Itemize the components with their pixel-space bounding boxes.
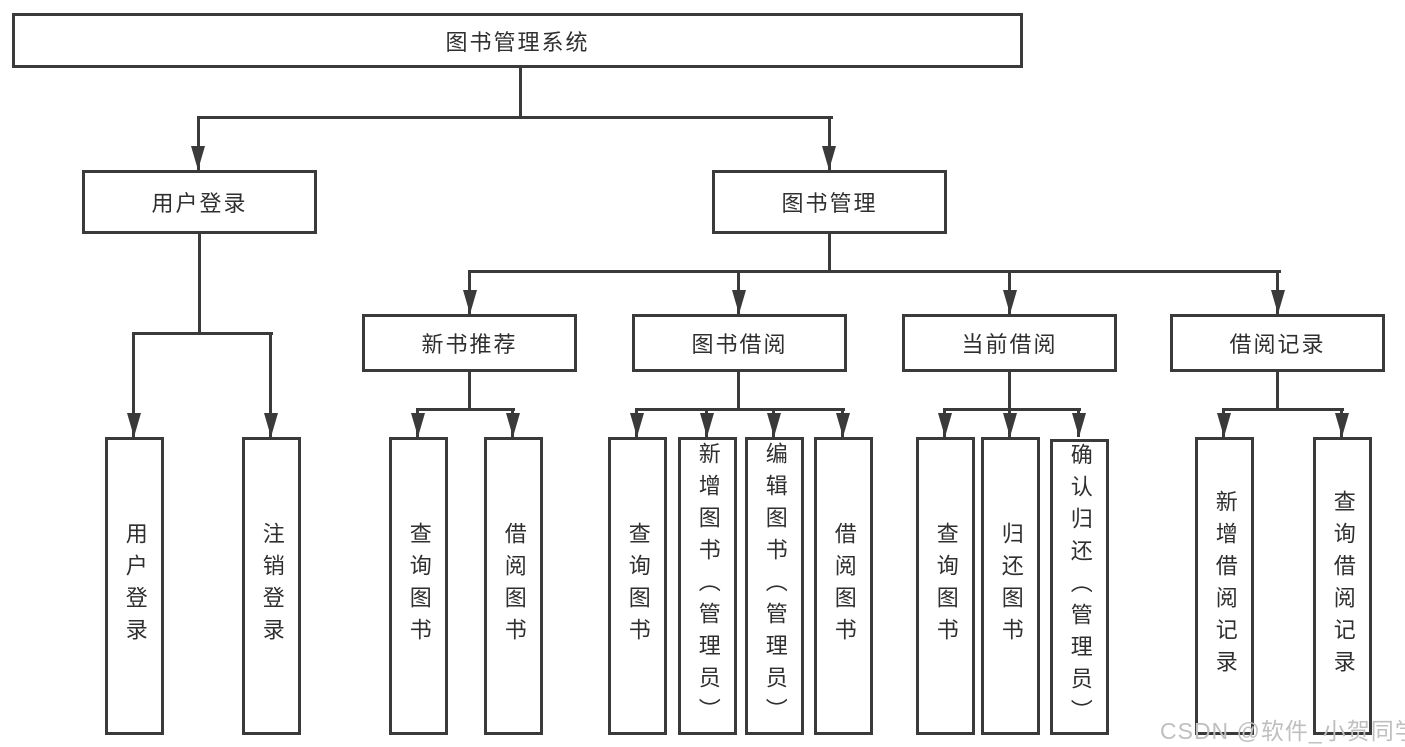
leaf-add-books-admin-label: 新增图书（管理员） [695, 442, 721, 730]
leaf-user-login-label: 用户登录 [122, 522, 148, 650]
leaf-borrowing-query-books: 查询图书 [608, 437, 667, 735]
arrowhead-leaf-user-login [127, 413, 141, 437]
arrowhead-records-add [1217, 413, 1231, 437]
connector-root-drop-left [197, 116, 200, 170]
connector-user-login-drop-2 [269, 332, 272, 437]
node-book-management-label: 图书管理 [781, 191, 878, 216]
leaf-return-books-label: 归还图书 [998, 522, 1024, 650]
leaf-add-borrow-record-label: 新增借阅记录 [1212, 490, 1238, 682]
arrowhead-current-return [1003, 413, 1017, 437]
arrowhead-current-borrowing [1003, 290, 1017, 314]
node-book-management: 图书管理 [712, 170, 947, 234]
connector-borrowing-vline [737, 372, 740, 411]
leaf-edit-books-admin: 编辑图书（管理员） [745, 437, 804, 735]
node-borrowing-records: 借阅记录 [1170, 314, 1385, 372]
leaf-logout: 注销登录 [242, 437, 301, 735]
leaf-add-books-admin: 新增图书（管理员） [678, 437, 737, 735]
arrowhead-book-borrowing [732, 290, 746, 314]
arrowhead-new-book-recommendation [463, 290, 477, 314]
arrowhead-recommend-query [411, 413, 425, 437]
leaf-edit-books-admin-label: 编辑图书（管理员） [762, 442, 788, 730]
node-book-borrowing: 图书借阅 [632, 314, 847, 372]
node-user-login: 用户登录 [82, 170, 317, 234]
arrowhead-recommend-borrow [506, 413, 520, 437]
arrowhead-current-confirm [1072, 413, 1086, 437]
leaf-user-login: 用户登录 [105, 437, 164, 735]
leaf-query-borrow-record-label: 查询借阅记录 [1330, 490, 1356, 682]
arrowhead-borrowing-query [630, 413, 644, 437]
node-new-book-recommendation: 新书推荐 [362, 314, 577, 372]
leaf-confirm-return-admin-label: 确认归还（管理员） [1067, 443, 1093, 731]
arrowhead-borrowing-add [700, 413, 714, 437]
connector-current-vline [1008, 372, 1011, 411]
arrowhead-records-query [1335, 413, 1349, 437]
node-current-borrowing-label: 当前借阅 [961, 332, 1058, 357]
node-current-borrowing: 当前借阅 [902, 314, 1117, 372]
node-new-book-recommendation-label: 新书推荐 [421, 332, 518, 357]
arrowhead-borrowing-edit [767, 413, 781, 437]
leaf-recommend-query-books-label: 查询图书 [406, 522, 432, 650]
connector-recommend-hline [416, 408, 515, 411]
connector-records-hline [1222, 408, 1344, 411]
connector-user-login-hline [132, 332, 273, 335]
leaf-confirm-return-admin: 确认归还（管理员） [1050, 439, 1109, 735]
connector-current-hline [943, 408, 1081, 411]
leaf-query-borrow-record: 查询借阅记录 [1313, 437, 1372, 735]
arrowhead-book-management [822, 146, 836, 170]
csdn-watermark: CSDN @软件_小贺同学 [1160, 718, 1405, 744]
arrowhead-user-login [191, 146, 205, 170]
leaf-add-borrow-record: 新增借阅记录 [1195, 437, 1254, 735]
leaf-logout-label: 注销登录 [259, 522, 285, 650]
connector-user-login-drop-1 [132, 332, 135, 437]
leaf-current-query-books: 查询图书 [916, 437, 975, 735]
connector-book-mgmt-hline [468, 270, 1281, 273]
arrowhead-leaf-logout [264, 413, 278, 437]
node-borrowing-records-label: 借阅记录 [1229, 332, 1326, 357]
node-library-system: 图书管理系统 [12, 13, 1023, 68]
connector-root-drop-right [828, 116, 831, 170]
node-user-login-label: 用户登录 [151, 191, 248, 216]
arrowhead-borrowing-records [1271, 290, 1285, 314]
node-library-system-label: 图书管理系统 [445, 29, 590, 55]
leaf-return-books: 归还图书 [981, 437, 1040, 735]
leaf-recommend-borrow-books: 借阅图书 [484, 437, 543, 735]
connector-root-hline [197, 116, 833, 119]
connector-user-login-vline [198, 234, 201, 335]
connector-book-mgmt-vline [828, 233, 831, 273]
node-book-borrowing-label: 图书借阅 [691, 332, 788, 357]
connector-root-vline [519, 66, 522, 119]
leaf-recommend-borrow-books-label: 借阅图书 [501, 522, 527, 650]
leaf-current-query-books-label: 查询图书 [933, 522, 959, 650]
leaf-borrowing-query-books-label: 查询图书 [625, 522, 651, 650]
leaf-recommend-query-books: 查询图书 [389, 437, 448, 735]
connector-recommend-vline [468, 372, 471, 411]
leaf-borrowing-borrow-books: 借阅图书 [814, 437, 873, 735]
connector-records-vline [1276, 372, 1279, 411]
leaf-borrowing-borrow-books-label: 借阅图书 [831, 522, 857, 650]
connector-borrowing-hline [635, 408, 845, 411]
arrowhead-borrowing-borrow [836, 413, 850, 437]
arrowhead-current-query [938, 413, 952, 437]
